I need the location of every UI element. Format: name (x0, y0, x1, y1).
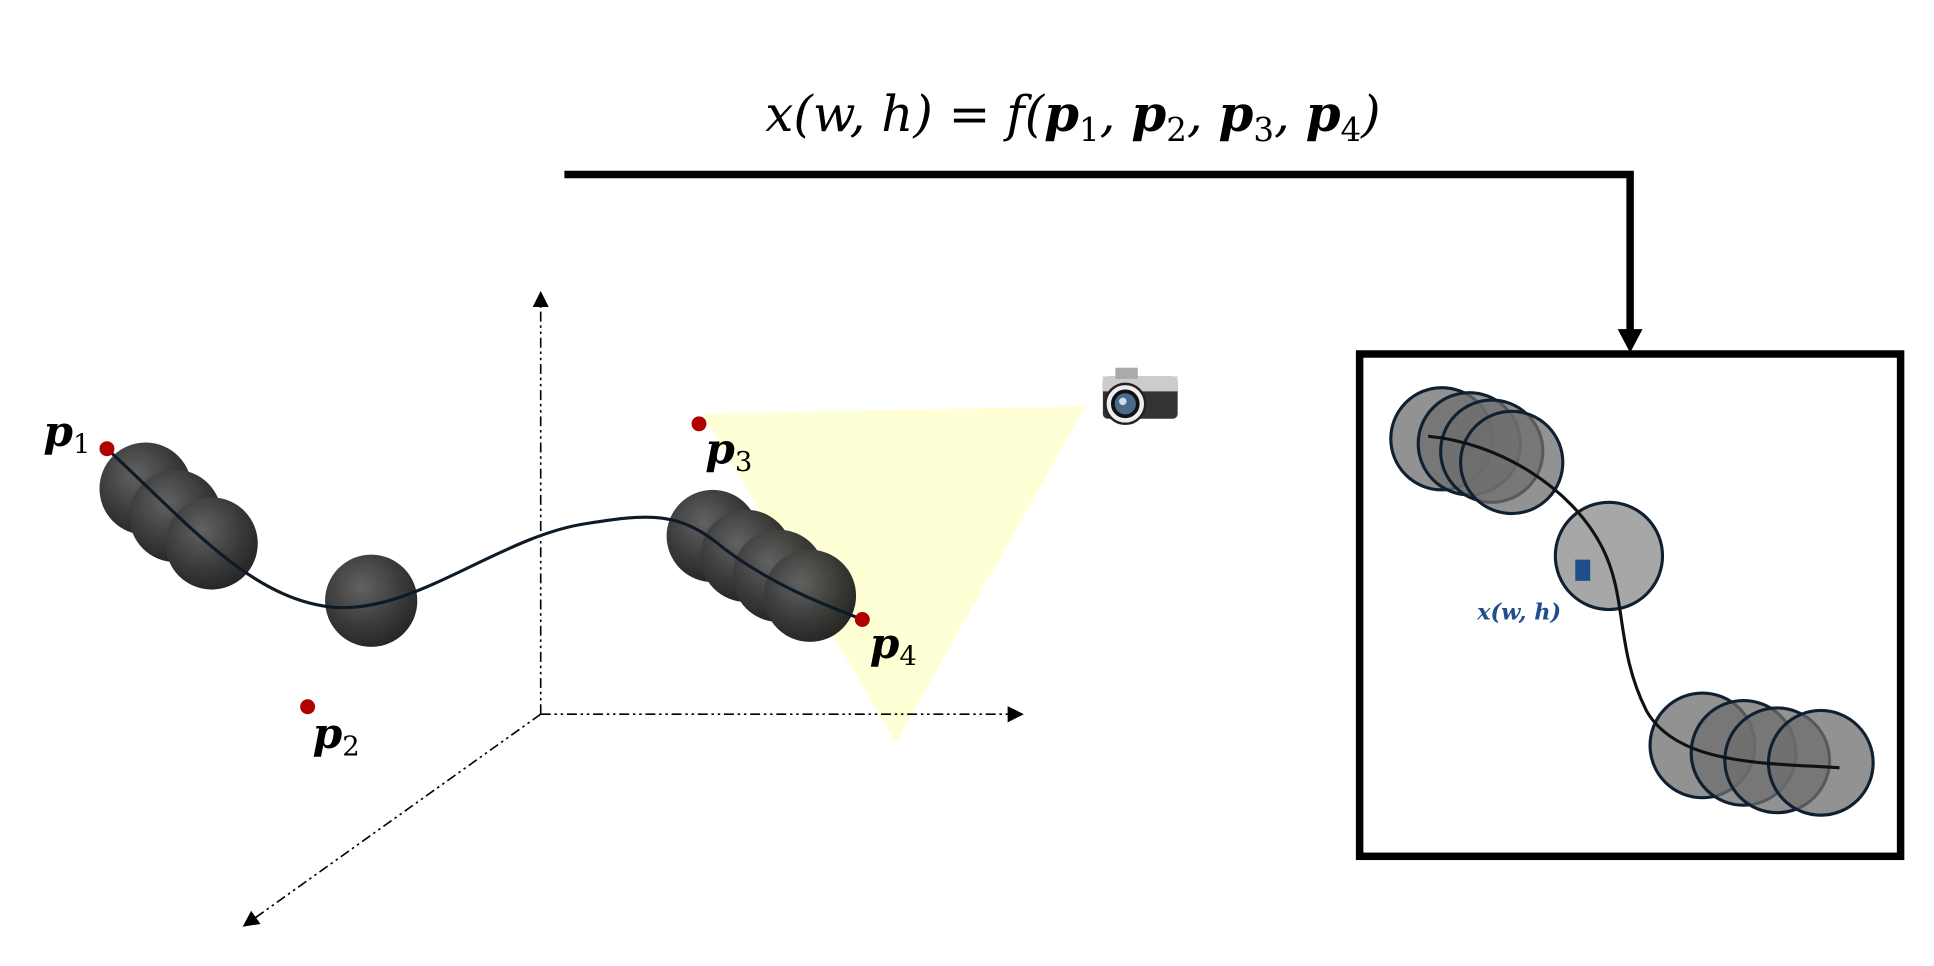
sphere (763, 549, 857, 642)
bezier-curve (105, 447, 863, 621)
pixel-marker (1575, 559, 1591, 581)
label-p1: p1 (43, 406, 90, 460)
formula-lhs: x(w, h) = f( (765, 85, 1045, 143)
control-point-p4 (854, 612, 870, 627)
camera-icon (1102, 367, 1178, 426)
axis-y (242, 713, 542, 927)
label-p4: p4 (870, 618, 917, 672)
projected-discs (1389, 386, 1875, 817)
sphere (325, 554, 418, 647)
projection-arrow (564, 170, 1634, 335)
control-point-p2 (300, 699, 316, 715)
sphere (165, 497, 258, 590)
formula: x(w, h) = f(p1, p2, p3, p4) (765, 84, 1380, 149)
projected-disc (1766, 708, 1875, 817)
coordinate-axes (242, 290, 1024, 927)
control-point-p3 (691, 416, 707, 432)
camera-frustum (702, 406, 1086, 743)
pixel-label: x(w, h) (1476, 599, 1561, 625)
arrow-head (1617, 329, 1643, 353)
label-p2: p2 (313, 708, 360, 762)
projected-disc (1553, 500, 1665, 612)
projected-curve (1428, 434, 1840, 770)
control-point-p1 (99, 441, 115, 457)
label-p3: p3 (705, 424, 752, 478)
